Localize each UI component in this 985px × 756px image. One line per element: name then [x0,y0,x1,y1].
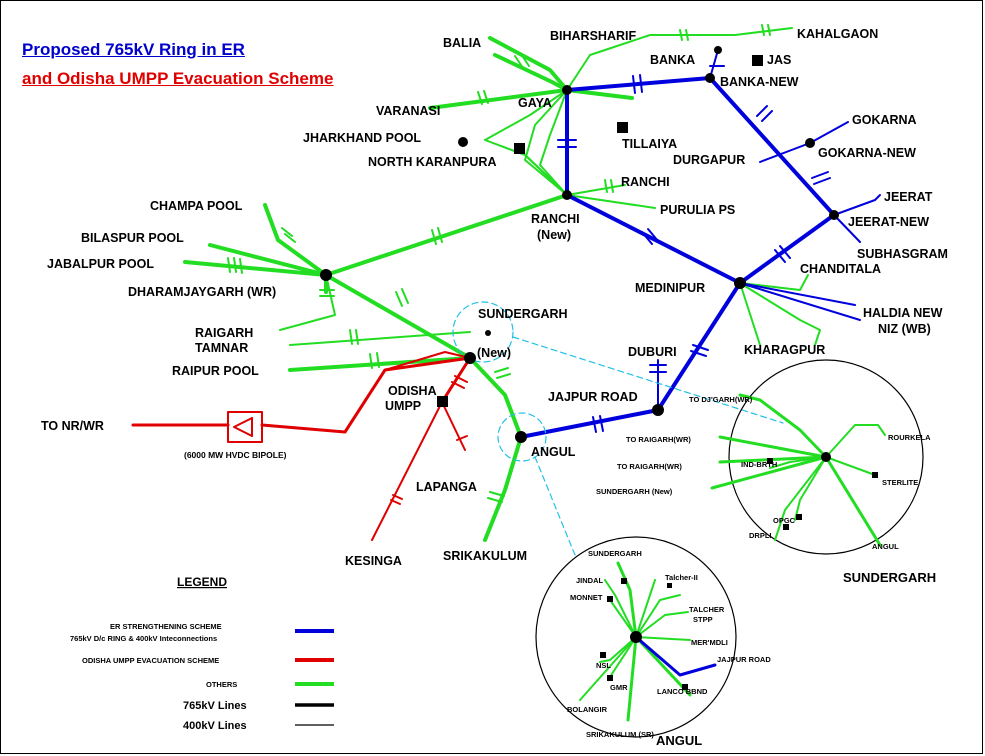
sundergarh-inset-labels: TO DJ'GARH(WR) ROURKELA TO RAIGARH(WR) I… [596,395,931,551]
label-duburi: DUBURI [628,345,677,359]
label-champa-pool: CHAMPA POOL [150,199,243,213]
inset-s-drpli: DRPLI [749,531,772,540]
label-jharkhand-pool: JHARKHAND POOL [303,131,421,145]
label-dharamjaygarh: DHARAMJAYGARH (WR) [128,285,276,299]
odisha-umpp-lines [131,351,472,541]
angul-inset [535,536,737,738]
angul-inset-title: ANGUL [656,733,702,748]
label-subhasgram: SUBHASGRAM [857,247,948,261]
inset-s-angul: ANGUL [872,542,899,551]
label-gaya: GAYA [518,96,552,110]
inset-a-gmr: GMR [610,683,628,692]
inset-a-talcher: TALCHER [689,605,725,614]
label-balia: BALIA [443,36,481,50]
node-labels: BALIA BIHARSHARIF KAHALGAON BANKA JAS BA… [41,27,948,568]
legend-title: LEGEND [177,575,227,589]
label-jeerat: JEERAT [884,190,933,204]
inset-s-rourkela: ROURKELA [888,433,931,442]
inset-s-to-raigarh-2: TO RAIGARH(WR) [617,462,682,471]
label-ranchi: RANCHI [621,175,670,189]
others-lines [183,27,821,542]
inset-s-sundergarh-new: SUNDERGARH (New) [596,487,673,496]
label-kesinga: KESINGA [345,554,402,568]
legend-item-2: ODISHA UMPP EVACUATION SCHEME [82,656,219,665]
label-angul: ANGUL [531,445,576,459]
legend-item-1-line-2: 765kV D/c RING & 400kV Inteconnections [70,634,217,643]
inset-a-jindal: JINDAL [576,576,604,585]
label-jas: JAS [767,53,791,67]
inset-a-nsl: NSL [596,661,611,670]
inset-s-opgc: OPGC [773,516,796,525]
label-purulia-ps: PURULIA PS [660,203,735,217]
inset-s-to-djgarh: TO DJ'GARH(WR) [689,395,753,404]
label-lapanga: LAPANGA [416,480,477,494]
label-varanasi: VARANASI [376,104,440,118]
label-durgapur: DURGAPUR [673,153,745,167]
inset-s-ind-brth: IND-BRTH [741,460,777,469]
label-chanditala: CHANDITALA [800,262,881,276]
legend-400kv-label: 400kV Lines [183,720,247,732]
label-medinipur: MEDINIPUR [635,281,705,295]
label-odisha: ODISHA [388,384,437,398]
inset-a-talcher-ii: Talcher-II [665,573,698,582]
label-srikakulum: SRIKAKULUM [443,549,527,563]
label-jabalpur-pool: JABALPUR POOL [47,257,154,271]
label-raigarh: RAIGARH [195,326,253,340]
label-raipur-pool: RAIPUR POOL [172,364,259,378]
label-banka-new: BANKA-NEW [720,75,799,89]
legend-765kv-label: 765kV Lines [183,700,247,712]
legend: LEGEND ER STRENGTHENING SCHEME 765kV D/c… [70,575,334,732]
legend-item-3: OTHERS [206,680,237,689]
legend-item-1-line-1: ER STRENGTHENING SCHEME [110,622,222,631]
label-gokarna: GOKARNA [852,113,917,127]
inset-a-mer-mdli: MER'MDLI [691,638,728,647]
inset-a-jajpur-road: JAJPUR ROAD [717,655,771,664]
inset-a-bolangir: BOLANGIR [567,705,608,714]
label-jajpur-road: JAJPUR ROAD [548,390,638,404]
inset-s-to-raigarh-1: TO RAIGARH(WR) [626,435,691,444]
label-to-nr-wr: TO NR/WR [41,419,104,433]
label-bilaspur-pool: BILASPUR POOL [81,231,184,245]
circuit-tick-marks [227,24,831,505]
label-north-karanpura: NORTH KARANPURA [368,155,496,169]
label-gokarna-new: GOKARNA-NEW [818,146,916,160]
label-haldia-new: HALDIA NEW [863,306,943,320]
label-kharagpur: KHARAGPUR [744,343,825,357]
label-hvdc-bipole: (6000 MW HVDC BIPOLE) [184,450,287,460]
label-umpp: UMPP [385,399,421,413]
inset-a-sundergarh: SUNDERGARH [588,549,642,558]
label-kahalgaon: KAHALGAON [797,27,878,41]
substation-nodes [320,46,839,443]
angul-inset-labels: SUNDERGARH JINDAL Talcher-II MONNET TALC… [567,549,771,739]
title-line-2: and Odisha UMPP Evacuation Scheme [22,69,334,88]
label-tamnar: TAMNAR [195,341,248,355]
label-haldia-niz: NIZ (WB) [878,322,931,336]
label-ranchi-new: RANCHI [531,212,580,226]
sundergarh-inset [710,359,924,555]
inset-a-lanco-bbnd: LANCO BBND [657,687,708,696]
inset-a-stpp: STPP [693,615,713,624]
label-biharsharif: BIHARSHARIF [550,29,636,43]
label-tillaiya: TILLAIYA [622,137,677,151]
label-banka: BANKA [650,53,695,67]
label-sundergarh: SUNDERGARH [478,307,568,321]
inset-highlight-links [452,301,784,556]
sundergarh-inset-title: SUNDERGARH [843,570,936,585]
inset-a-monnet: MONNET [570,593,603,602]
title-line-1: Proposed 765kV Ring in ER [22,40,245,59]
er-strengthening-lines [519,49,881,439]
label-sundergarh-new: (New) [477,346,511,360]
label-ranchi-new-suffix: (New) [537,228,571,242]
inset-a-srikakulum-sr: SRIKAKULUM (SR) [586,730,654,739]
inset-s-sterlite: STERLITE [882,478,918,487]
label-jeerat-new: JEERAT-NEW [848,215,929,229]
